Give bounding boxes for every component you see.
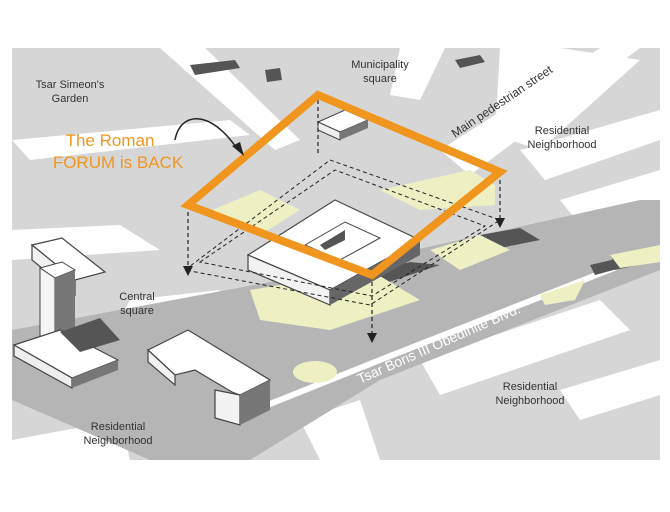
main-pedestrian-street (440, 48, 640, 175)
l-shaped-building (146, 329, 272, 426)
roman-forum-frame (180, 90, 508, 280)
label-residential-sw-1: Residential (91, 421, 145, 433)
left-buildings (12, 237, 120, 390)
label-municipality-2: square (363, 73, 397, 85)
label-residential-ne-1: Residential (535, 125, 589, 137)
label-residential-se-1: Residential (503, 381, 557, 393)
label-central-2: square (120, 305, 154, 317)
label-garden-2: Garden (52, 93, 89, 105)
municipality-buildings (316, 109, 370, 141)
boulevard-road (12, 200, 660, 460)
pointer-arrow (174, 118, 239, 151)
projection-footprints (183, 159, 502, 306)
label-residential-ne-2: Neighborhood (527, 139, 596, 151)
headline-line-2: FORUM is BACK (53, 153, 184, 172)
label-residential-se-2: Neighborhood (495, 395, 564, 407)
headline-line-1: The Roman (66, 131, 155, 150)
label-central-1: Central (119, 291, 154, 303)
label-residential-sw-2: Neighborhood (83, 435, 152, 447)
label-municipality-1: Municipality (351, 59, 409, 71)
label-garden-1: Tsar Simeon's (36, 79, 105, 91)
projection-drop-lines (187, 100, 501, 335)
projection-arrowheads (183, 218, 505, 343)
pointer-arrowhead (232, 142, 244, 156)
